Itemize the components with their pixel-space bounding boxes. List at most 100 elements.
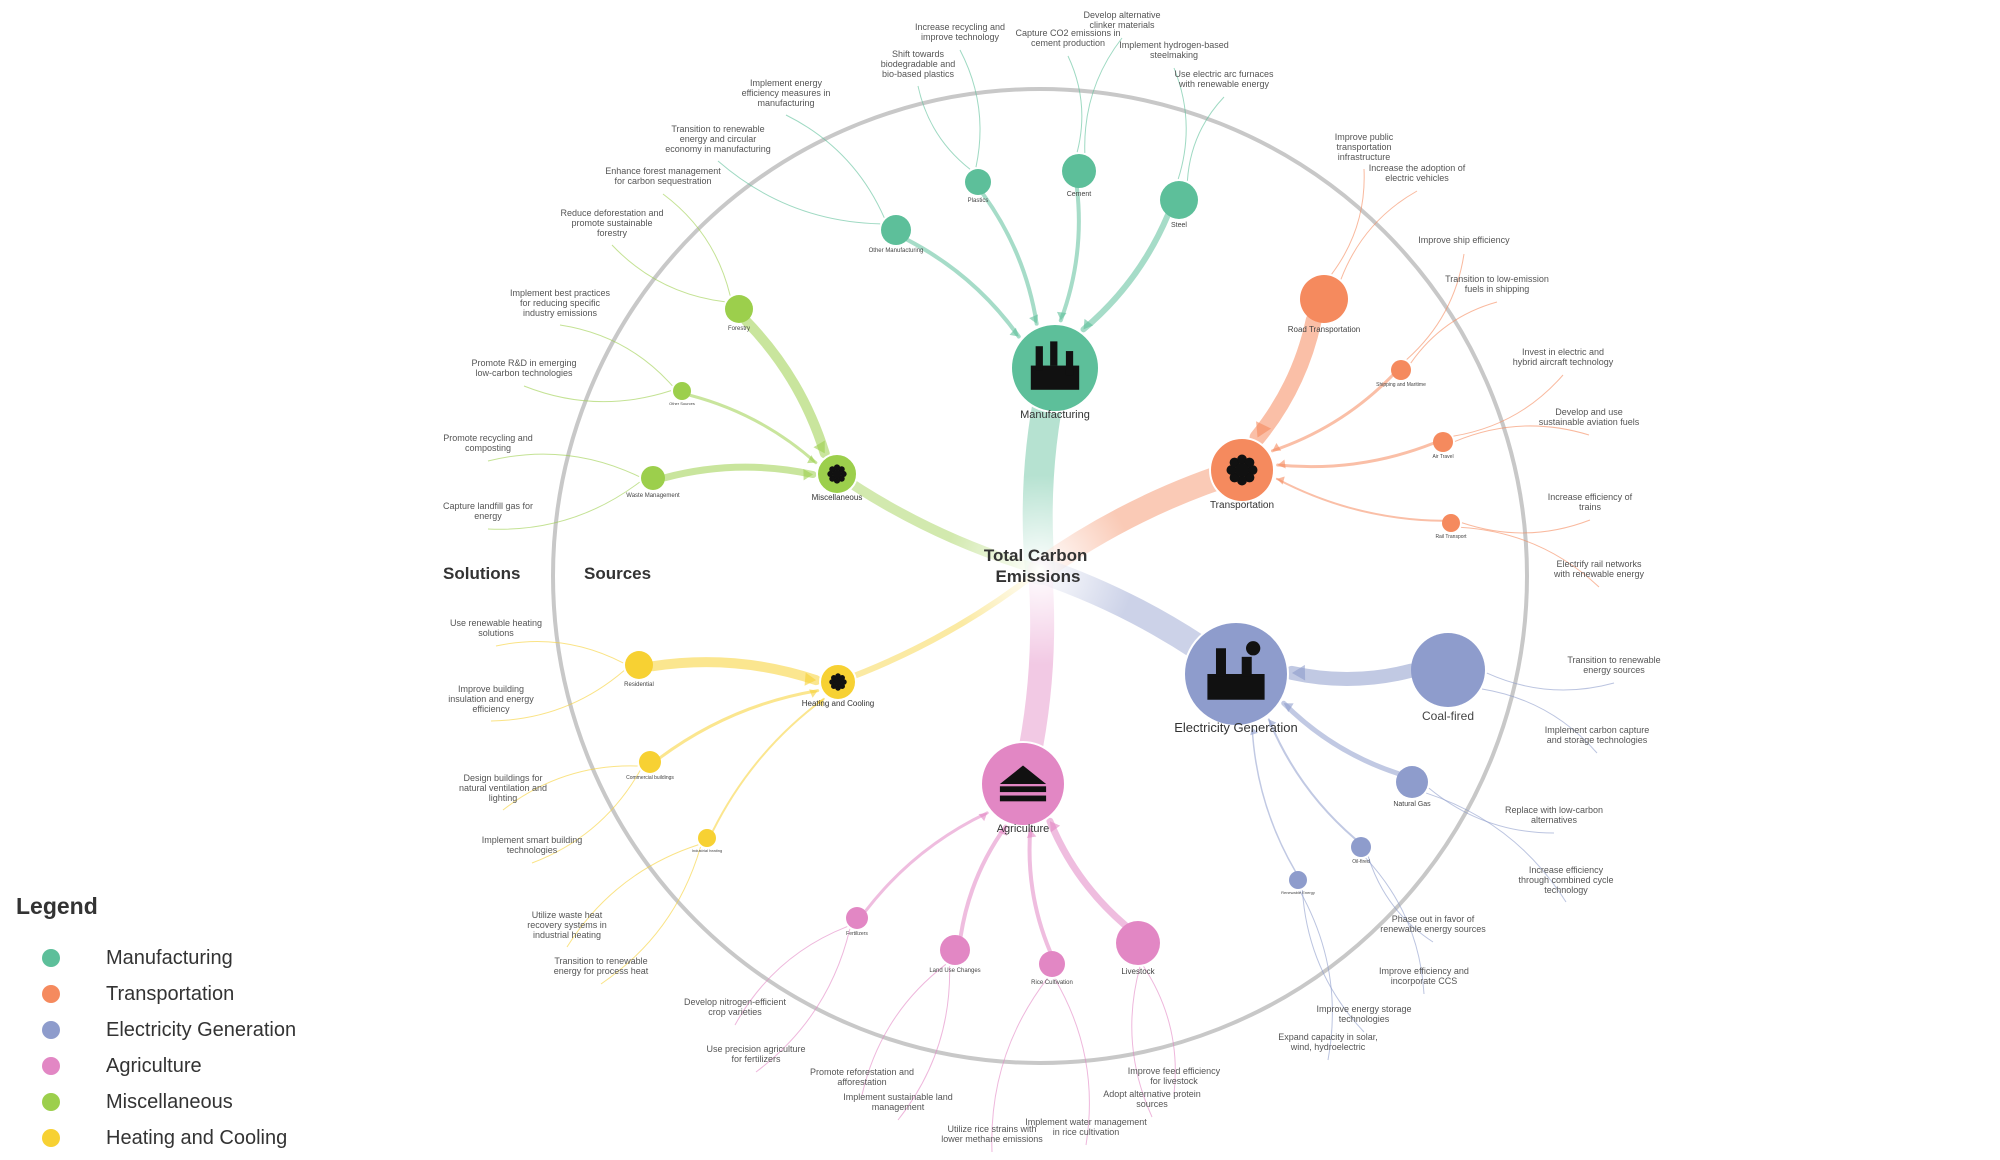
category-node-miscellaneous: Miscellaneous [812,453,862,502]
link-road-transportation [1249,312,1322,446]
legend-swatch [42,949,60,967]
category-node-agriculture: Agriculture [980,741,1066,835]
link-other-manufacturing [905,237,1021,339]
solution-label: Improve ship efficiency [1418,235,1510,245]
source-node-other-manufacturing: Other Manufacturing [869,215,923,254]
source-dot [1391,360,1411,380]
category-node-transportation: Transportation [1209,437,1275,511]
source-label: Plastics [968,198,989,204]
solution-link-4 [1084,37,1123,153]
link-plastics [980,192,1039,326]
solution-link-15 [1461,519,1591,534]
solution-link-14 [1454,425,1590,442]
link-fertilizers [864,811,989,913]
legend-title: Legend [16,893,98,919]
arrowhead-fertilizers [978,812,988,822]
source-label: Air Travel [1432,454,1453,460]
link-shipping-and-maritime [1270,373,1395,453]
source-node-air-travel: Air Travel [1432,432,1454,460]
arrowhead-air-travel [1277,459,1286,469]
legend-item-heating-and-cooling: Heating and Cooling [42,1125,287,1151]
legend-swatch [42,985,60,1003]
source-label: Industrial heating [692,848,722,853]
solution-link-37 [487,453,640,478]
link-commercial-buildings [658,689,820,760]
arrowhead-steel [1083,318,1094,330]
arrowhead-rice-cultivation [1026,829,1037,839]
link-livestock [1046,817,1129,929]
source-node-waste-management: Waste Management [626,466,680,499]
thermostat-icon [829,673,847,691]
link-industrial-heating [711,697,825,833]
solution-link-35 [559,324,673,387]
source-node-plastics: Plastics [965,169,991,204]
solution-link-23 [1301,890,1365,1033]
source-node-rail-transport: Rail Transport [1435,514,1467,540]
source-label: Rice Cultivation [1031,980,1073,986]
solution-link-9 [1331,168,1365,275]
legend-item-electricity-generation: Electricity Generation [42,1017,296,1043]
solution-link-41 [502,765,638,811]
source-label: Land Use Changes [929,968,980,974]
solution-link-18 [1481,688,1598,754]
source-to-category-links [647,185,1444,954]
source-dot [1433,432,1453,452]
source-label: Forestry [728,326,750,332]
source-label: Commercial buildings [626,775,674,781]
link-residential [647,657,822,686]
farm-icon [999,765,1047,802]
source-dot [639,751,661,773]
source-label: Steel [1171,222,1187,229]
center-fade [945,475,1135,665]
arrowhead-natural-gas [1283,703,1294,713]
source-dot [725,295,753,323]
arrowhead-rail-transport [1276,476,1285,485]
solution-link-5 [1173,67,1187,180]
solution-link-7 [785,114,885,218]
source-dot [1160,181,1198,219]
source-dot [1289,871,1307,889]
category-label: Manufacturing [1020,409,1090,421]
solution-link-32 [1143,966,1176,1095]
solution-link-12 [1410,301,1498,364]
source-dot [1300,275,1348,323]
category-node-heating-and-cooling: Heating and Cooling [802,663,874,708]
source-label: Residential [624,682,654,688]
source-node-cement: Cement [1062,154,1096,198]
solutions-header: Solutions [443,564,520,583]
source-dot [881,215,911,245]
link-rail-transport [1275,477,1444,522]
source-dot [1062,154,1096,188]
solution-link-11 [1406,253,1465,360]
source-dot [698,829,716,847]
source-dot [1351,837,1371,857]
source-label: Cement [1067,191,1092,198]
source-dot [673,382,691,400]
solution-link-17 [1486,672,1615,691]
solution-link-6 [1186,96,1225,181]
source-label: Road Transportation [1288,325,1361,334]
solution-link-29 [991,977,1048,1153]
solution-link-34 [611,244,725,303]
category-node-electricity-generation: Electricity Generation [1174,621,1298,735]
arrowhead-road-transportation [1256,421,1272,438]
center-title: Total Carbon Emissions [984,546,1092,586]
solution-link-22 [1365,857,1425,995]
